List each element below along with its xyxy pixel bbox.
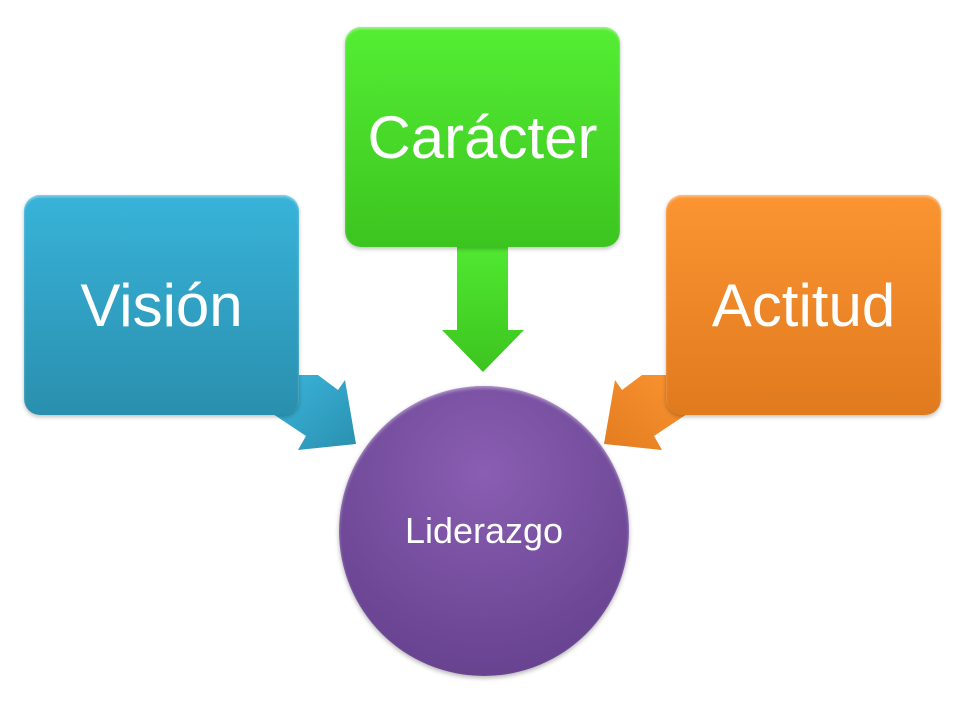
- node-vision-label: Visión: [80, 271, 243, 339]
- node-liderazgo-label: Liderazgo: [404, 510, 564, 551]
- node-vision: Visión: [24, 195, 299, 415]
- node-liderazgo: Liderazgo: [339, 386, 629, 676]
- arrow-caracter-to-liderazgo: [442, 240, 524, 372]
- node-actitud-label: Actitud: [711, 271, 896, 339]
- node-actitud: Actitud: [666, 195, 941, 415]
- node-caracter: Carácter: [345, 27, 620, 247]
- node-caracter-label: Carácter: [367, 103, 598, 171]
